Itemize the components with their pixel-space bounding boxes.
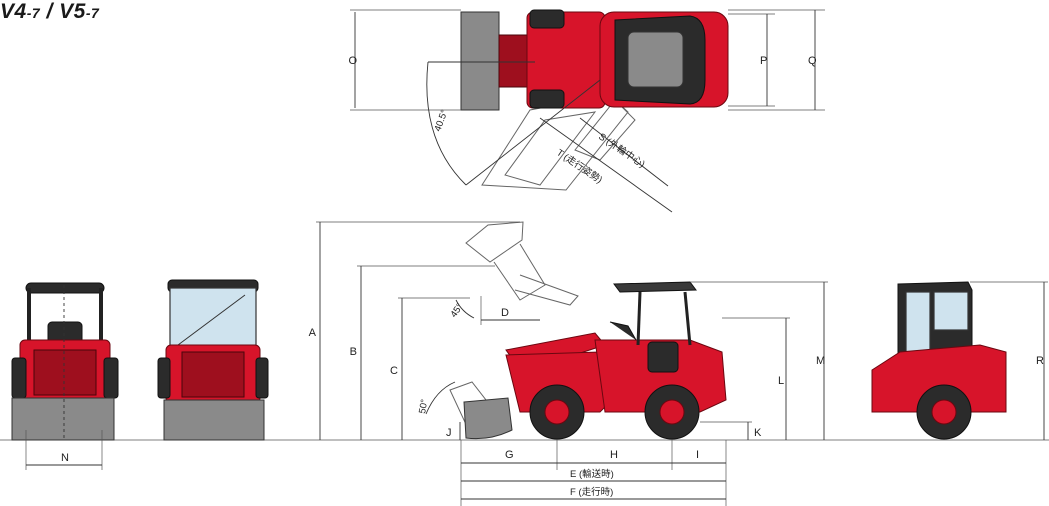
steer-arc: [426, 61, 467, 186]
label-q: Q: [808, 55, 817, 67]
label-r: R: [1036, 355, 1044, 367]
side-canopy-roof: [613, 281, 697, 293]
side-bucket: [463, 397, 513, 440]
raised-link-ghost: [514, 274, 579, 306]
model-v5-suffix: -7: [85, 5, 100, 21]
top-bucket: [460, 11, 500, 111]
model-v4: V4: [0, 0, 27, 23]
label-j: J: [446, 427, 452, 439]
label-a: A: [309, 327, 317, 339]
top-tire-fr: [529, 89, 565, 109]
label-b: B: [350, 346, 357, 358]
label-m: M: [816, 355, 825, 367]
label-c: C: [390, 365, 398, 377]
side-view: A B C D 45° 50° J K L M: [309, 221, 828, 506]
label-t: T (走行姿勢): [554, 147, 604, 186]
top-front-frame: [498, 34, 530, 88]
label-s: S (外輪中心): [596, 131, 647, 171]
label-o: O: [348, 55, 357, 67]
top-view: O P Q 40.5° S (外輪中心) T (走行姿勢): [348, 9, 825, 213]
model-v5: V5: [59, 0, 86, 23]
cab-side-body: [871, 344, 1007, 413]
diagram-title: V4-7 / V5-7: [0, 0, 99, 24]
radius-s-line: [579, 117, 669, 187]
raised-arm-ghost: [493, 243, 546, 301]
label-i: I: [696, 449, 699, 461]
label-rollback-angle: 50°: [417, 398, 430, 414]
title-separator: /: [40, 0, 60, 23]
side-steering: [609, 321, 637, 341]
label-steer-angle: 40.5°: [432, 108, 450, 133]
top-tire-fl: [529, 9, 565, 29]
model-v4-suffix: -7: [26, 5, 41, 21]
front-view-cab: [157, 279, 269, 441]
label-p: P: [760, 55, 767, 67]
label-f: F (走行時): [570, 486, 613, 498]
label-d: D: [501, 307, 509, 319]
top-roof-panel: [627, 31, 684, 88]
label-e: E (輸送時): [570, 468, 614, 480]
label-g: G: [505, 449, 514, 461]
front-view-canopy: N: [11, 282, 119, 470]
cab-window-glass: [933, 291, 969, 331]
side-seat: [647, 341, 679, 373]
label-h: H: [610, 449, 618, 461]
label-l: L: [778, 375, 784, 387]
cab-side-view: R: [871, 281, 1048, 440]
raised-bucket-ghost: [465, 221, 524, 263]
label-k: K: [754, 427, 762, 439]
radius-t-line: [539, 117, 673, 213]
label-n: N: [61, 452, 69, 464]
label-dump-angle: 45°: [448, 301, 465, 319]
